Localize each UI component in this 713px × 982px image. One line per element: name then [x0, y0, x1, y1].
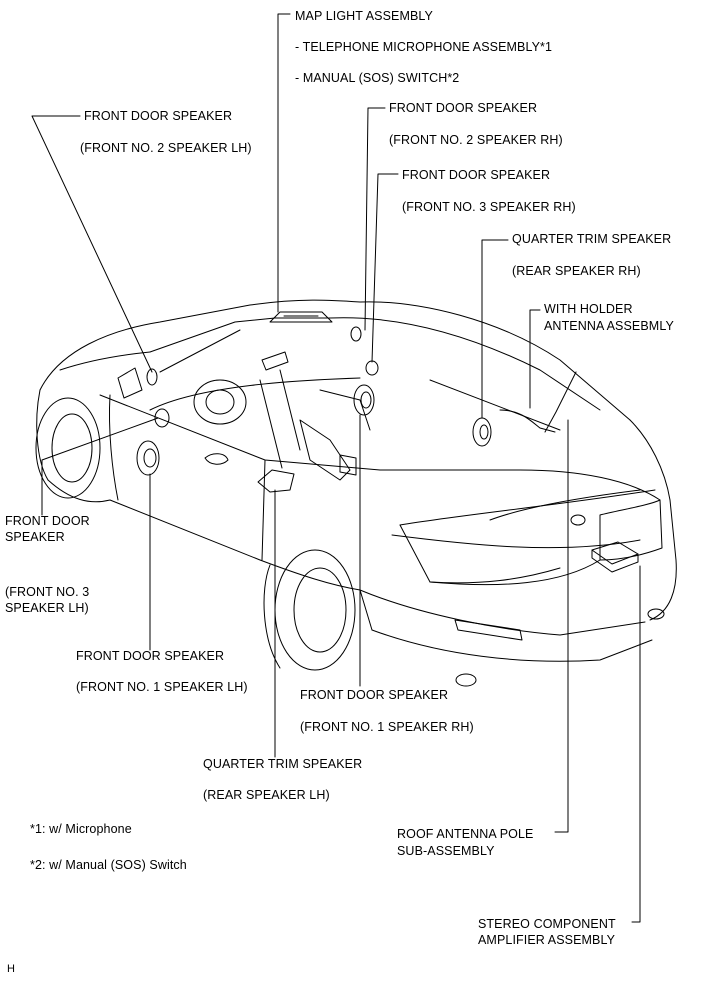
- label-sub-assembly: SUB-ASSEMBLY: [397, 844, 495, 858]
- label-front-no2-lh: (FRONT NO. 2 SPEAKER LH): [80, 141, 252, 155]
- label-front-no1-rh: (FRONT NO. 1 SPEAKER RH): [300, 720, 474, 734]
- label-front-door-rh1: FRONT DOOR SPEAKER: [300, 688, 449, 702]
- label-front-no1-lh: (FRONT NO. 1 SPEAKER LH): [76, 680, 248, 694]
- label-rear-speaker-lh: (REAR SPEAKER LH): [203, 788, 330, 802]
- label-front-door-lh2: FRONT DOOR SPEAKER: [84, 109, 233, 123]
- label-with-holder: WITH HOLDER: [544, 302, 633, 316]
- label-rear-speaker-rh: (REAR SPEAKER RH): [512, 264, 641, 278]
- label-telephone-mic: - TELEPHONE MICROPHONE ASSEMBLY*1: [295, 40, 553, 54]
- label-map-light: MAP LIGHT ASSEMBLY: [295, 9, 433, 23]
- car-body: [35, 299, 677, 687]
- label-stereo-component: STEREO COMPONENT: [478, 917, 616, 931]
- label-front-door-lh3: FRONT DOOR: [5, 514, 90, 528]
- corner-mark: H: [7, 963, 16, 975]
- label-quarter-trim-lh: QUARTER TRIM SPEAKER: [203, 757, 363, 771]
- label-front-no3-rh: (FRONT NO. 3 SPEAKER RH): [402, 200, 576, 214]
- label-speaker-lh-close: SPEAKER LH): [5, 601, 89, 615]
- note-microphone: *1: w/ Microphone: [30, 822, 132, 836]
- label-front-no3-lh: (FRONT NO. 3: [5, 585, 90, 599]
- label-amplifier-assembly: AMPLIFIER ASSEMBLY: [478, 933, 616, 947]
- label-manual-sos: - MANUAL (SOS) SWITCH*2: [295, 71, 460, 85]
- label-front-no2-rh: (FRONT NO. 2 SPEAKER RH): [389, 133, 563, 147]
- label-front-door-lh1: FRONT DOOR SPEAKER: [76, 649, 225, 663]
- label-front-door-rh2: FRONT DOOR SPEAKER: [389, 101, 538, 115]
- label-quarter-trim-rh: QUARTER TRIM SPEAKER: [512, 232, 672, 246]
- components: [136, 311, 639, 573]
- label-speaker-lh3: SPEAKER: [5, 530, 65, 544]
- label-roof-antenna-pole: ROOF ANTENNA POLE: [397, 827, 534, 841]
- label-antenna-assembly: ANTENNA ASSEBMLY: [544, 319, 674, 333]
- leader-lines: [31, 13, 641, 923]
- label-front-door-rh3: FRONT DOOR SPEAKER: [402, 168, 551, 182]
- note-manual-sos: *2: w/ Manual (SOS) Switch: [30, 858, 187, 872]
